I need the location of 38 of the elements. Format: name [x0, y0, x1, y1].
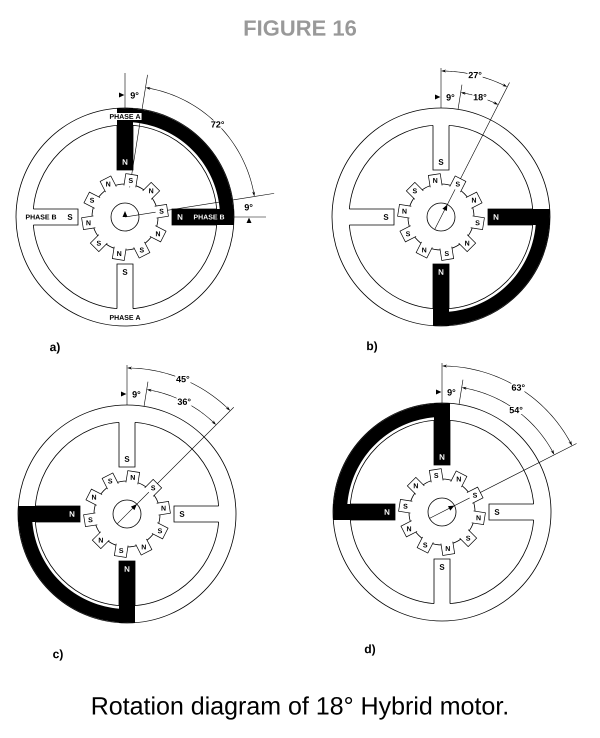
- angle-label: 27°: [467, 71, 483, 79]
- stator-pole: N: [432, 264, 450, 326]
- node-label: S: [384, 214, 388, 220]
- angle-label: 63°: [510, 384, 526, 392]
- node-label: S: [122, 269, 128, 275]
- angle-label: 36°: [176, 398, 192, 406]
- angle-label: 9°: [446, 388, 457, 396]
- stator-pole: N: [333, 504, 396, 520]
- stator-pole: S: [347, 208, 394, 226]
- angle-label: 18°: [472, 93, 488, 102]
- node-label: S: [180, 511, 184, 517]
- node-label: S: [68, 214, 72, 220]
- angle-label: 9°: [244, 203, 254, 212]
- panel-label: d): [364, 644, 376, 656]
- panel-label: c): [53, 649, 63, 661]
- stator-pole: N: [118, 560, 136, 623]
- caption: Rotation diagram of 18° Hybrid motor.: [92, 696, 507, 720]
- stator-pole: S: [118, 420, 136, 468]
- stator-pole: S: [174, 506, 221, 522]
- stator-pole: S: [434, 558, 450, 606]
- angle-label: 9°: [129, 91, 140, 100]
- node-label: S: [440, 564, 444, 570]
- angle-label: 9°: [131, 390, 142, 398]
- panel-label: b): [367, 341, 378, 353]
- node-label: S: [438, 159, 444, 165]
- stator-pole: S: [432, 123, 450, 170]
- panel-label: a): [50, 342, 60, 354]
- angle-label: 54°: [508, 406, 524, 414]
- stator-pole: S: [488, 504, 536, 520]
- angle-label: 9°: [445, 93, 456, 102]
- angle-label: 45°: [175, 375, 190, 384]
- stator-pole: N: [434, 403, 450, 466]
- node-label: S: [494, 509, 500, 515]
- node-label: S: [124, 456, 130, 462]
- stator-pole: N: [18, 506, 80, 522]
- figure-title: FIGURE 16: [244, 20, 356, 36]
- angle-label: 72°: [210, 120, 226, 128]
- stator-pole: N: [488, 208, 550, 226]
